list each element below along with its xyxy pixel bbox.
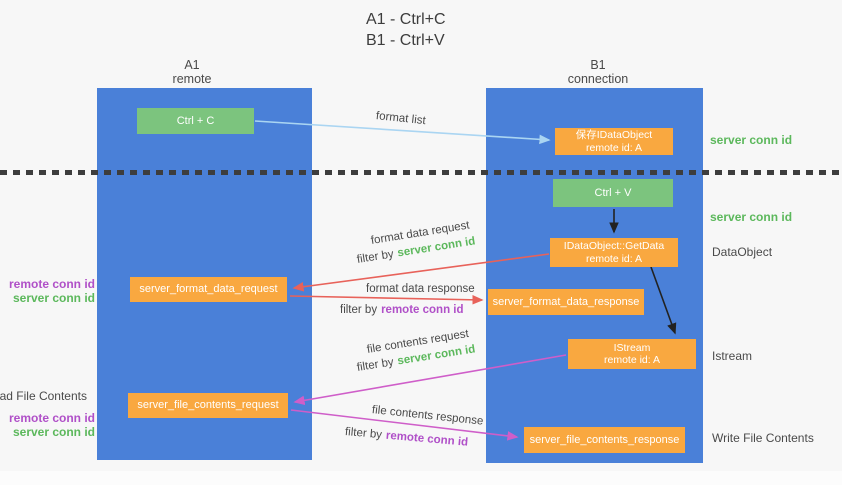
format-list-text: format list [375, 110, 427, 128]
remote-conn-id-text: remote conn id [381, 304, 464, 316]
node-getdata: IDataObject::GetData remote id: A [550, 238, 678, 267]
remote-conn-id-text: remote conn id [385, 429, 469, 449]
save-dataobject-line1: 保存IDataObject [575, 129, 653, 141]
node-format-response: server_format_data_response [488, 289, 644, 315]
node-save-dataobject: 保存IDataObject remote id: A [555, 128, 673, 155]
node-file-response: server_file_contents_response [524, 427, 685, 453]
left-label-remote-conn-id-2: remote conn id [8, 411, 95, 425]
save-dataobject-line2: remote id: A [585, 141, 643, 154]
column-b1-name: B1 [590, 58, 606, 72]
right-label-dataobject: DataObject [712, 245, 773, 259]
ctrl-c-label: Ctrl + C [176, 114, 215, 127]
right-label-server-conn-id-top: server conn id [710, 133, 793, 147]
column-header-a1: A1 remote [137, 58, 247, 86]
getdata-line2: remote id: A [585, 252, 643, 265]
istream-line2: remote id: A [603, 354, 661, 366]
filter-by-text: filter by [344, 426, 383, 442]
arrow-format-data-response [289, 295, 484, 305]
left-label-server-conn-id-2: server conn id [12, 425, 95, 439]
title-line-1: A1 - Ctrl+C [366, 11, 446, 28]
node-file-request: server_file_contents_request [128, 393, 288, 418]
format-data-response-text: format data response [366, 283, 475, 295]
file-contents-response-text: file contents response [371, 404, 484, 428]
column-b1-role: connection [567, 72, 629, 86]
right-label-write-file-contents: Write File Contents [712, 431, 814, 445]
node-ctrl-v: Ctrl + V [553, 179, 673, 207]
edge-label-file-contents-response: file contents response [371, 404, 484, 428]
filter-by-text: filter by [356, 356, 395, 374]
node-istream: IStream remote id: A [568, 339, 696, 369]
right-label-istream: Istream [712, 349, 753, 363]
ctrl-v-label: Ctrl + V [594, 186, 632, 199]
column-a1-name: A1 [184, 58, 200, 72]
right-label-server-conn-id-mid: server conn id [710, 210, 793, 224]
file-request-label: server_file_contents_request [137, 399, 279, 411]
format-response-label: server_format_data_response [492, 295, 640, 308]
filter-by-text: filter by [356, 248, 395, 266]
node-ctrl-c: Ctrl + C [137, 108, 254, 134]
column-header-b1: B1 connection [543, 58, 653, 86]
getdata-line1: IDataObject::GetData [563, 240, 665, 252]
diagram-title: A1 - Ctrl+C B1 - Ctrl+V [366, 9, 446, 51]
istream-line1: IStream [613, 341, 651, 354]
format-request-label: server_format_data_request [139, 283, 278, 295]
node-format-request: server_format_data_request [130, 277, 287, 302]
filter-by-text: filter by [340, 304, 378, 316]
left-label-server-conn-id-1: server conn id [12, 291, 95, 305]
bottom-strip [0, 471, 842, 485]
column-a1-role: remote [172, 72, 212, 86]
edge-label-format-list: format list [375, 110, 426, 127]
session-divider [0, 170, 842, 175]
left-label-read-file-contents: Read File Contents [0, 389, 87, 403]
title-line-2: B1 - Ctrl+V [366, 32, 445, 49]
file-response-label: server_file_contents_response [529, 433, 680, 446]
edge-label-format-data-response: format data response [366, 283, 475, 295]
left-label-remote-conn-id-1: remote conn id [8, 277, 95, 291]
